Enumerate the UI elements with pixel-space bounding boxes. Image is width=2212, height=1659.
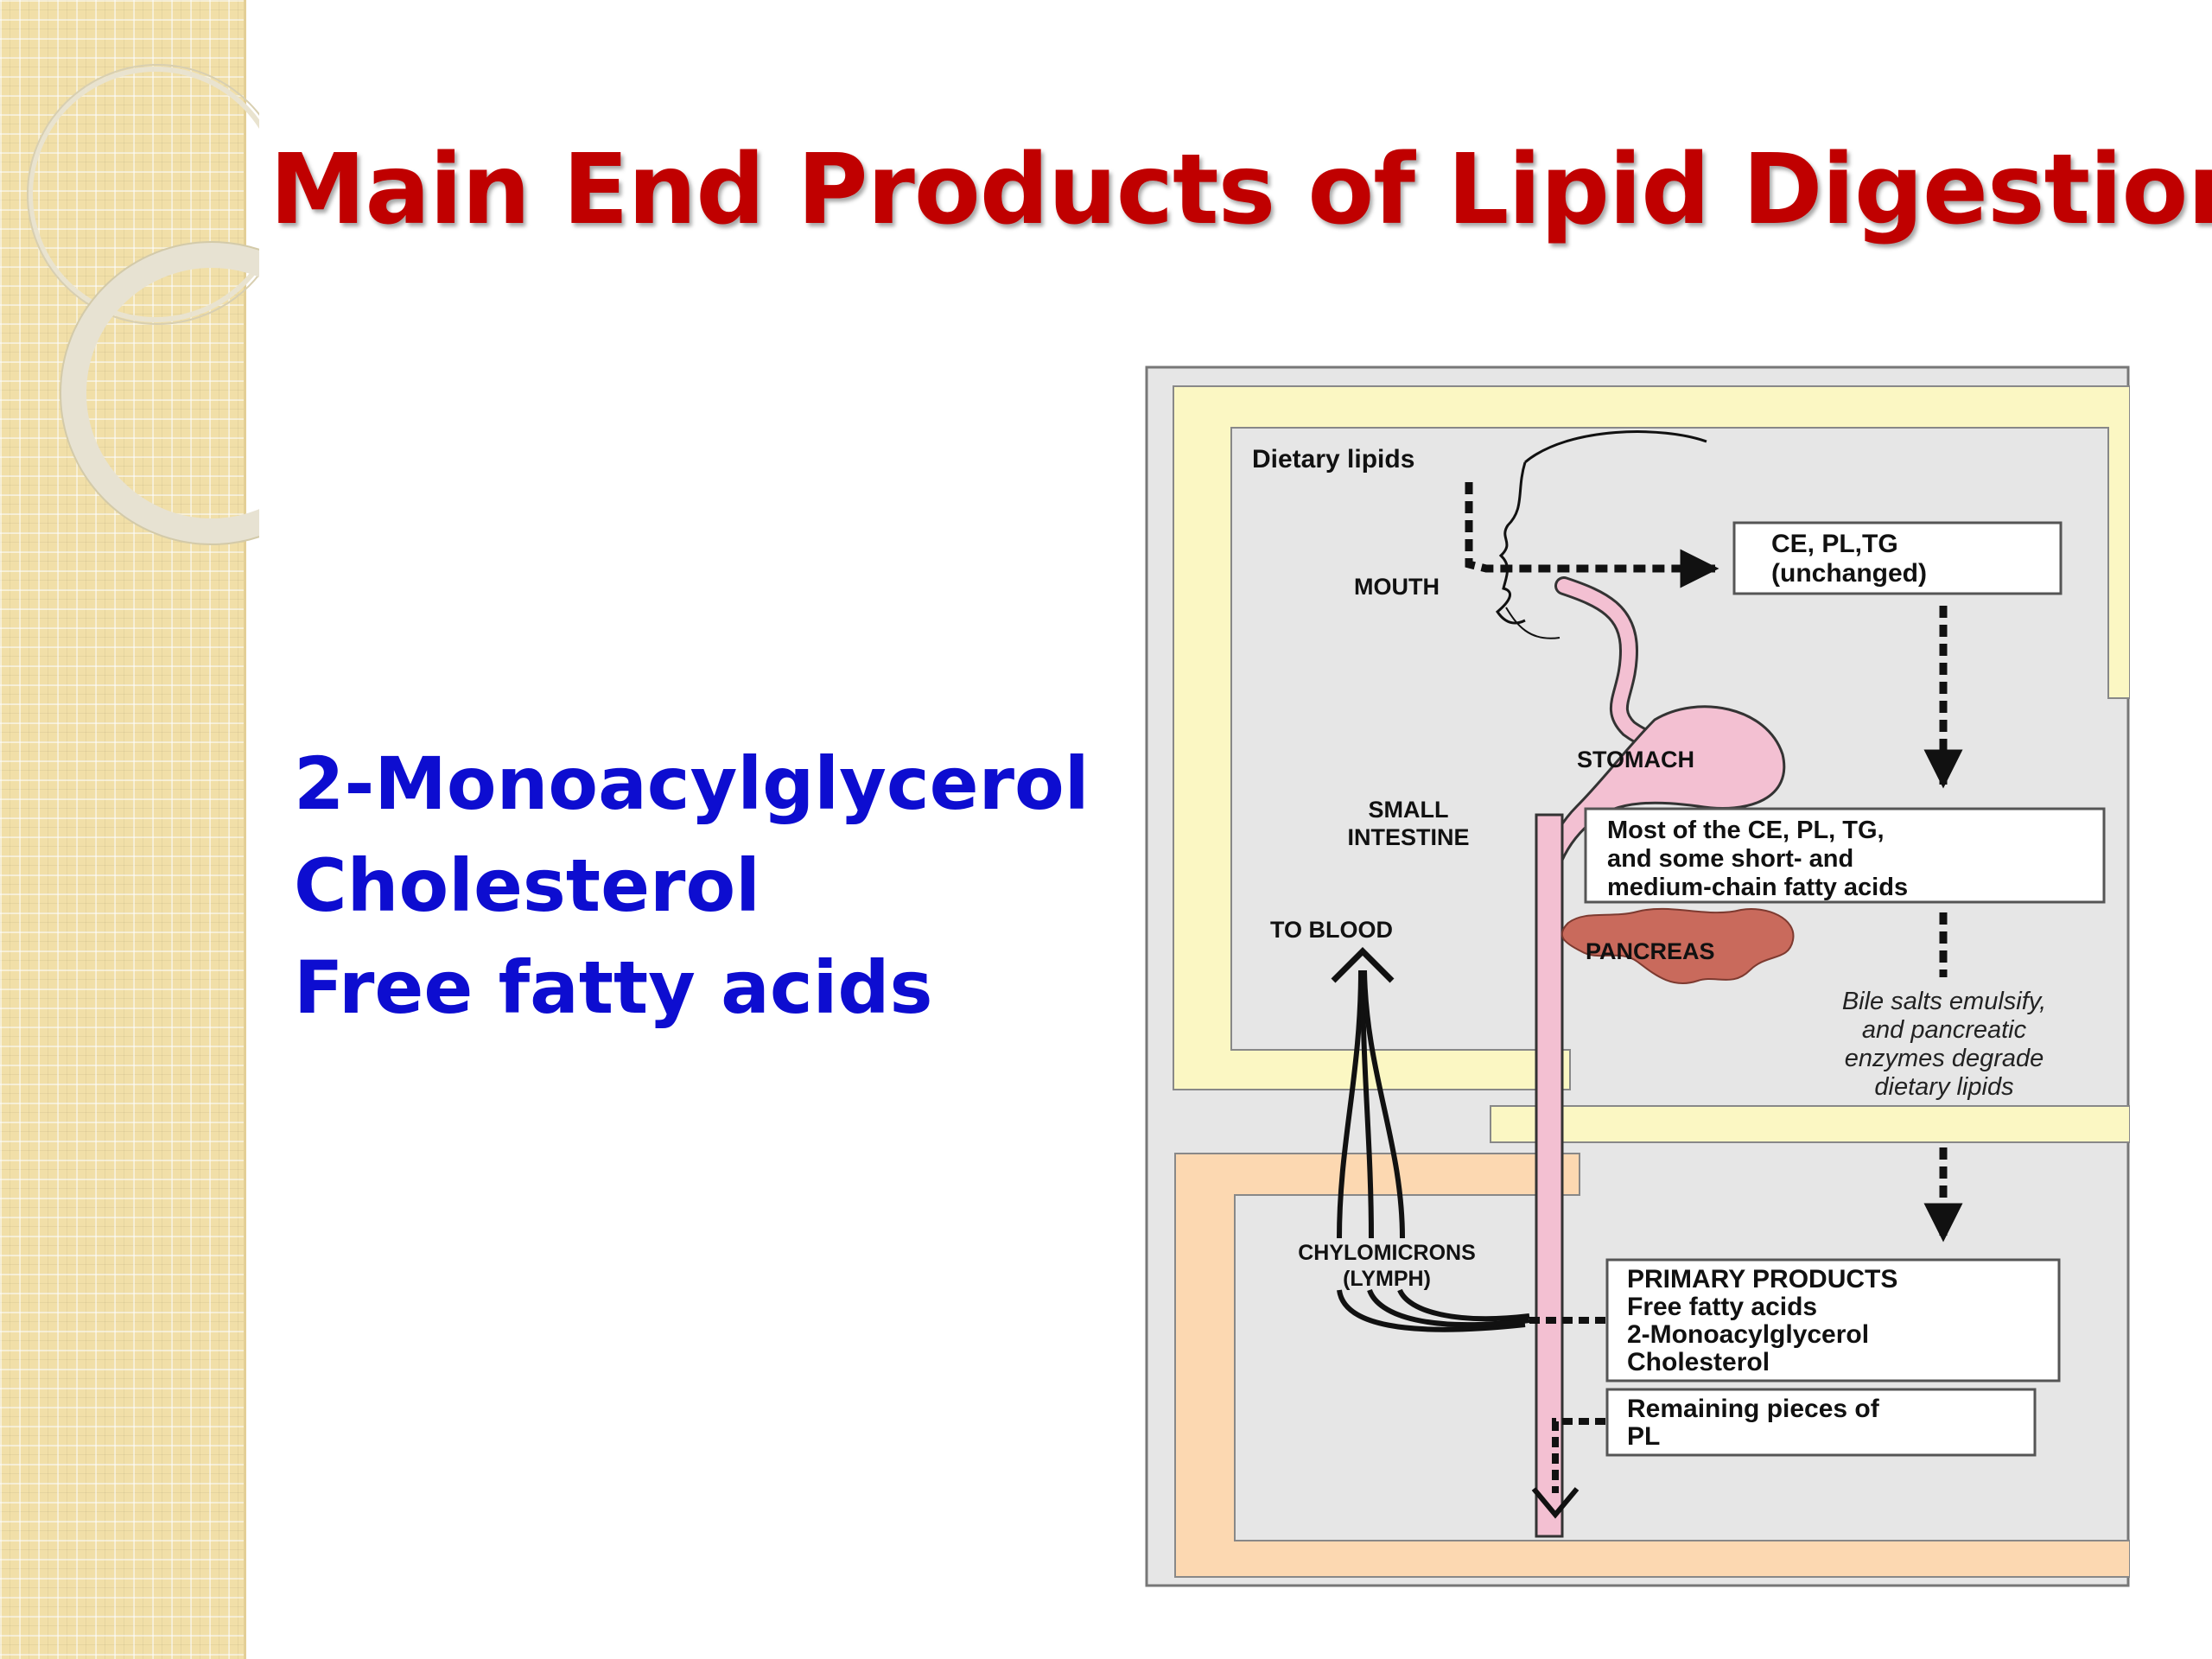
bile-note-line: enzymes degrade [1845, 1045, 2044, 1072]
end-products-list: 2-Monoacylglycerol Cholesterol Free fatt… [294, 733, 1090, 1039]
bile-note-line: Bile salts emulsify, [1842, 988, 2046, 1015]
to-blood-arrowhead [1331, 947, 1395, 983]
box-stomach-products-line: medium-chain fatty acids [1607, 874, 1908, 901]
mouth-outline [1505, 607, 1560, 639]
box-remaining-pl [1605, 1388, 2037, 1457]
bile-note-line: dietary lipids [1874, 1073, 2013, 1101]
box-primary-products [1605, 1258, 2061, 1382]
box-primary-products-line: PRIMARY PRODUCTS [1627, 1265, 1897, 1294]
box-stomach-products [1584, 807, 2106, 904]
label-pancreas: PANCREAS [1586, 938, 1715, 964]
small-intestine-tube [1535, 813, 1564, 1538]
lymph-vessel [1360, 969, 1374, 1239]
label-mouth: MOUTH [1354, 574, 1440, 600]
slide-title: Main End Products of Lipid Digestion [270, 134, 2212, 246]
box-unchanged-line: CE, PL,TG [1771, 530, 1898, 558]
upper-band [1173, 385, 2130, 1090]
lymph-curve [1337, 1289, 1526, 1332]
product-item: Cholesterol [294, 843, 760, 928]
box-primary-products-line: Cholesterol [1627, 1348, 1770, 1376]
lipid-digestion-diagram: Dietary lipids MOUTH STOMACH SMALL INTES… [1145, 365, 2130, 1587]
box-unchanged [1732, 521, 2063, 595]
middle-band [1490, 1105, 2130, 1143]
lymph-curve [1397, 1288, 1530, 1322]
label-lymph: (LYMPH) [1343, 1267, 1431, 1291]
label-dietary-lipids: Dietary lipids [1252, 445, 1414, 474]
box-unchanged-line: (unchanged) [1771, 559, 1927, 588]
decorative-rings [27, 64, 259, 545]
box-remaining-pl-line: Remaining pieces of [1627, 1395, 1880, 1423]
box-stomach-products-line: and some short- and [1607, 845, 1853, 873]
label-stomach: STOMACH [1577, 747, 1694, 772]
label-small-intestine: INTESTINE [1347, 824, 1469, 850]
lymph-curve [1367, 1288, 1530, 1328]
box-stomach-products-line: Most of the CE, PL, TG, [1607, 817, 1885, 844]
product-item: 2-Monoacylglycerol [294, 741, 1090, 826]
box-primary-products-line: 2-Monoacylglycerol [1627, 1320, 1869, 1349]
dashed-connector-remaining [1552, 1418, 1605, 1493]
lower-band [1174, 1153, 2130, 1578]
box-remaining-pl-line: PL [1627, 1422, 1660, 1451]
label-small-intestine: SMALL [1369, 797, 1449, 823]
dashed-arrow-mouth [1465, 482, 1719, 588]
product-item: Free fatty acids [294, 945, 933, 1030]
bile-note-line: and pancreatic [1862, 1016, 2027, 1044]
lymph-vessel [1337, 969, 1363, 1239]
box-primary-products-line: Free fatty acids [1627, 1293, 1817, 1321]
pancreas-organ [1560, 907, 1795, 984]
lymph-vessel [1362, 969, 1405, 1239]
excretion-arrowhead [1531, 1487, 1580, 1519]
label-to-blood: TO BLOOD [1270, 917, 1393, 943]
label-chylomicrons: CHYLOMICRONS [1298, 1241, 1476, 1265]
